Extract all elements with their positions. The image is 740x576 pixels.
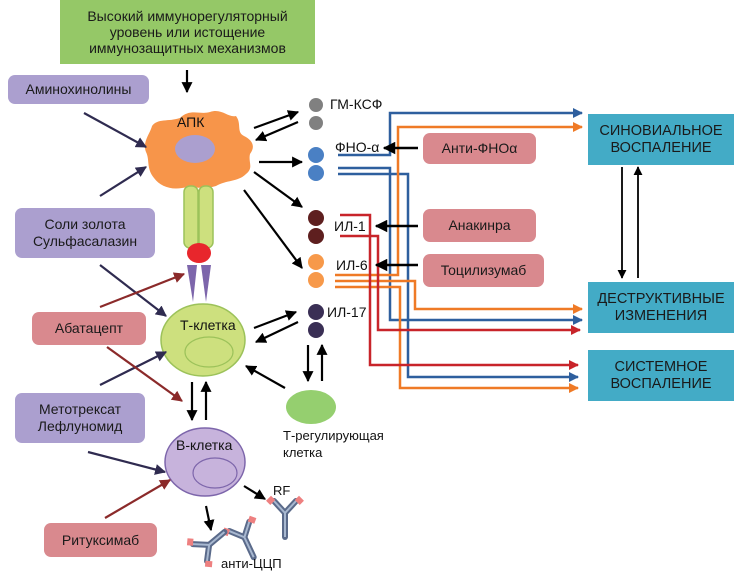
outcome-destructive-changes: ДЕСТРУКТИВНЫЕ ИЗМЕНЕНИЯ: [588, 282, 734, 333]
il6-label: ИЛ-6: [336, 257, 368, 273]
b-cell-label: В-клетка: [176, 437, 233, 453]
bcell-to-rf-arrow: [243, 485, 266, 500]
il6-line-destructive: [335, 279, 583, 314]
gm-csf-label: ГМ-КСФ: [330, 96, 383, 112]
accp-label: анти-ЦЦП: [221, 556, 282, 571]
drug-box-rituximab: Ритуксимаб: [44, 523, 157, 557]
tnf-line-destructive: [338, 166, 583, 325]
il17-dot: [308, 322, 324, 338]
drug-box-aminoquinolines: Аминохинолины: [8, 75, 149, 104]
outcome-synovial-inflammation: СИНОВИАЛЬНОЕ ВОСПАЛЕНИЕ: [588, 114, 734, 165]
drug-box-gold-sulfasalazine: Соли золота Сульфасалазин: [15, 208, 155, 258]
rf-label: RF: [273, 483, 291, 498]
drug-box-anti-tnf: Анти-ФНОα: [423, 133, 536, 164]
il17-to-tcell-arrow: [255, 321, 299, 343]
apc-to-il1-arrow: [253, 171, 303, 208]
methotrexate-to-tcell-arrow: [99, 351, 167, 386]
tcell-to-il17-arrow: [253, 310, 298, 330]
apc-label: АПК: [177, 114, 205, 130]
il1-line-systemic: [340, 213, 579, 370]
drug-box-tocilizumab: Тоцилизумаб: [423, 254, 544, 287]
tnf-line-synovial: [338, 108, 583, 157]
tnf-dot: [308, 165, 324, 181]
treg-to-tcell-arrow: [245, 365, 286, 389]
outcome-systemic-inflammation: СИСТЕМНОЕ ВОСПАЛЕНИЕ: [588, 350, 734, 401]
il17-dot: [308, 304, 324, 320]
methotrexate-to-bcell-arrow: [87, 450, 167, 475]
t-cell-nucleus: [184, 336, 234, 368]
drug-box-methotrexate-leflunomide: Метотрексат Лефлуномид: [15, 393, 145, 443]
tnf-dot: [308, 147, 324, 163]
il6-dot: [308, 272, 324, 288]
cytokine-dots: [308, 98, 324, 338]
mhc-receptor: [183, 185, 214, 302]
cytokine-routing-lines: [335, 108, 583, 393]
gold-to-tcell-arrow: [99, 264, 167, 317]
antibody-rf: [266, 495, 304, 540]
il1-label: ИЛ-1: [334, 218, 366, 234]
drug-box-abatacept: Абатацепт: [32, 312, 146, 345]
t-reg-cell: [286, 390, 336, 424]
trigger-box: Высокий иммунорегуляторный уровень или и…: [60, 0, 315, 64]
t-cell-label: Т-клетка: [180, 317, 236, 333]
il1-line-destructive: [340, 234, 581, 335]
il6-line-systemic: [335, 285, 579, 393]
tnf-line-systemic: [338, 172, 579, 382]
aminoquinolines-arrow: [83, 112, 147, 148]
drug-box-anakinra: Анакинра: [423, 209, 536, 242]
tnf-alpha-label: ФНО-α: [335, 139, 380, 155]
gm-csf-dot: [309, 98, 323, 112]
il1-dot: [308, 210, 324, 226]
il6-dot: [308, 254, 324, 270]
abatacept-to-bcell-arrow: [106, 346, 183, 402]
b-cell-nucleus: [192, 457, 238, 489]
gold-to-apc-arrow: [99, 166, 147, 197]
il17-label: ИЛ-17: [327, 304, 367, 320]
bcell-to-accp-arrow: [203, 505, 215, 532]
apc-to-il6-arrow: [243, 189, 303, 269]
apc-to-gmcsf-arrow: [253, 110, 300, 130]
il1-dot: [308, 228, 324, 244]
abatacept-to-mhc-arrow: [99, 272, 186, 309]
antibody-accp-2: [186, 529, 228, 568]
gm-csf-dot: [309, 116, 323, 130]
apc-nucleus: [175, 135, 215, 163]
rituximab-to-bcell-arrow: [104, 479, 171, 519]
gmcsf-to-apc-arrow: [254, 120, 299, 142]
il6-line-synovial: [335, 122, 583, 277]
t-reg-label: Т-регулирующая клетка: [283, 428, 384, 460]
